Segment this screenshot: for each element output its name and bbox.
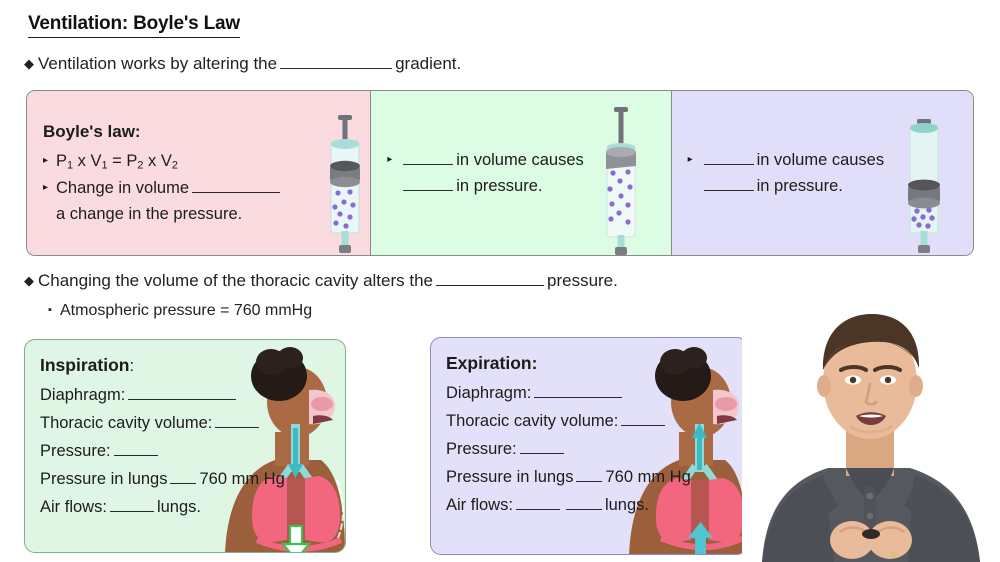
volume-decrease-line2: in pressure. bbox=[688, 173, 884, 199]
fill-blank-comparison bbox=[170, 467, 197, 484]
trachea-arrow-down-icon bbox=[288, 428, 303, 478]
expiration-pressure-row: Pressure: bbox=[446, 435, 747, 463]
fill-blank-volume-change bbox=[403, 148, 454, 165]
boyle-law-heading: Boyle's law: bbox=[43, 121, 141, 141]
bullet-text-post: gradient. bbox=[395, 54, 462, 74]
inspiration-volume-row: Thoracic cavity volume: bbox=[40, 409, 345, 437]
diamond-bullet-icon: ◆ bbox=[24, 273, 34, 289]
expiration-text: Expiration: Diaphragm: Thoracic cavity v… bbox=[431, 338, 747, 519]
boyle-law-formula: ▸P1 x V1 = P2 x V2 bbox=[43, 152, 178, 173]
volume-increase-panel: ▸ in volume causes in pressure. bbox=[370, 91, 671, 255]
boyle-law-panel: Boyle's law: ▸P1 x V1 = P2 x V2 ▸ Change … bbox=[27, 91, 371, 255]
inspiration-airflow-row: Air flows:lungs. bbox=[40, 493, 345, 521]
boyle-law-statement-line1: ▸ Change in volume bbox=[43, 175, 283, 201]
fill-blank-diaphragm bbox=[534, 381, 623, 398]
syringe-compressed-icon bbox=[907, 119, 940, 253]
fill-blank-pressure-type bbox=[436, 269, 544, 287]
volume-increase-line2: in pressure. bbox=[387, 173, 583, 199]
expiration-volume-row: Thoracic cavity volume: bbox=[446, 407, 747, 435]
expiration-box: Expiration: Diaphragm: Thoracic cavity v… bbox=[430, 337, 748, 555]
bullet-thoracic-cavity: ◆Changing the volume of the thoracic cav… bbox=[24, 269, 618, 291]
expiration-torso-illustration bbox=[629, 347, 747, 554]
fill-blank-thoracic-volume bbox=[621, 409, 666, 426]
fill-blank-airflow-1 bbox=[515, 493, 560, 510]
fill-blank-pressure bbox=[113, 439, 158, 456]
fill-blank-airflow bbox=[109, 495, 154, 512]
page-title: Ventilation: Boyle's Law bbox=[28, 13, 240, 38]
volume-increase-line1: ▸ in volume causes bbox=[387, 147, 583, 173]
boyle-law-panel-row: Boyle's law: ▸P1 x V1 = P2 x V2 ▸ Change … bbox=[26, 90, 974, 256]
fill-blank-thoracic-volume bbox=[215, 411, 260, 428]
diaphragm-arrow-down-icon bbox=[280, 524, 312, 552]
line2-text: in pressure. bbox=[456, 177, 543, 195]
inspiration-box: Inspiration: Diaphragm: Thoracic cavity … bbox=[24, 339, 346, 553]
fill-blank-comparison bbox=[576, 465, 603, 482]
volume-decrease-panel-text: ▸ in volume causes in pressure. bbox=[672, 147, 884, 199]
bullet-ventilation-gradient: ◆Ventilation works by altering the gradie… bbox=[24, 52, 461, 74]
fill-blank-diaphragm bbox=[128, 383, 237, 400]
boyle-law-statement-line2: a change in the pressure. bbox=[56, 205, 243, 224]
triangle-bullet-icon: ▸ bbox=[43, 155, 49, 167]
expiration-heading: Expiration: bbox=[446, 353, 538, 373]
bullet-text-post: pressure. bbox=[547, 271, 618, 291]
inspiration-heading: Inspiration: bbox=[40, 355, 135, 375]
inspiration-diaphragm-row: Diaphragm: bbox=[40, 381, 345, 409]
line2-text: in pressure. bbox=[756, 177, 843, 195]
expiration-diaphragm-row: Diaphragm: bbox=[446, 379, 747, 407]
square-bullet-icon: ▪ bbox=[48, 304, 52, 316]
volume-decrease-panel: ▸ in volume causes in pressure. bbox=[670, 91, 973, 255]
boyle-law-panel-text: Boyle's law: ▸P1 x V1 = P2 x V2 ▸ Change … bbox=[27, 119, 283, 228]
syringe-expanded-icon bbox=[606, 107, 637, 255]
line1-text: in volume causes bbox=[756, 150, 885, 169]
fill-blank-airflow-2 bbox=[565, 493, 602, 510]
statement-text-pre: Change in volume bbox=[56, 179, 189, 198]
atmospheric-pressure-text: Atmospheric pressure = 760 mmHg bbox=[60, 302, 313, 319]
fill-blank-volume-change bbox=[703, 148, 754, 165]
volume-decrease-line1: ▸ in volume causes bbox=[688, 147, 884, 173]
expiration-airflow-row: Air flows:lungs. bbox=[446, 491, 747, 519]
fill-blank-pressure-change bbox=[403, 174, 454, 191]
bullet-text-pre: Ventilation works by altering the bbox=[38, 54, 278, 74]
triangle-bullet-icon: ▸ bbox=[687, 153, 693, 165]
triangle-bullet-icon: ▸ bbox=[43, 182, 49, 194]
diamond-bullet-icon: ◆ bbox=[24, 56, 34, 72]
instructor-video-overlay bbox=[742, 300, 1000, 562]
line1-text: in volume causes bbox=[456, 150, 584, 169]
volume-increase-panel-text: ▸ in volume causes in pressure. bbox=[371, 147, 583, 199]
syringe-neutral-icon bbox=[330, 115, 360, 253]
fill-blank-pressure bbox=[519, 437, 564, 454]
bullet-atmospheric-pressure: ▪ Atmospheric pressure = 760 mmHg bbox=[48, 302, 312, 320]
inspiration-torso-illustration bbox=[225, 347, 345, 552]
trachea-arrow-up-icon bbox=[692, 423, 707, 470]
fill-blank-gradient bbox=[280, 52, 393, 70]
bullet-text-pre: Changing the volume of the thoracic cavi… bbox=[38, 271, 433, 291]
diaphragm-arrow-up-icon bbox=[688, 522, 713, 554]
fill-blank-pressure-change bbox=[703, 174, 754, 191]
inspiration-pressure-row: Pressure: bbox=[40, 437, 345, 465]
triangle-bullet-icon: ▸ bbox=[387, 153, 393, 165]
fill-blank-causes bbox=[192, 177, 280, 194]
inspiration-text: Inspiration: Diaphragm: Thoracic cavity … bbox=[25, 340, 345, 521]
